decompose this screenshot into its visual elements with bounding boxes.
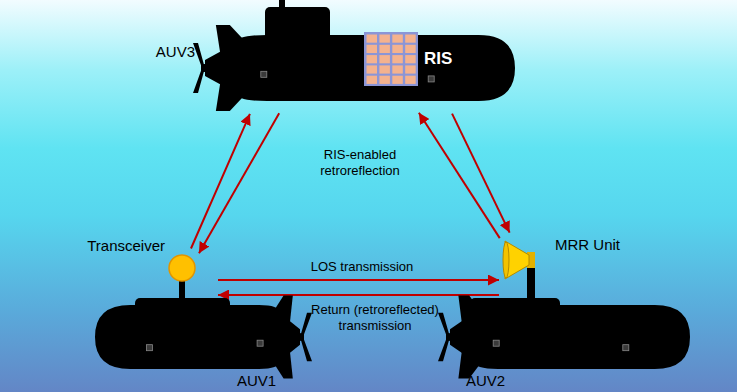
ris-element <box>392 76 403 84</box>
edge-label: LOS transmission <box>282 259 442 275</box>
tail-fin <box>216 25 245 55</box>
transceiver-unit: Transceiver <box>168 254 196 296</box>
ris-element <box>405 65 416 73</box>
ris-element <box>367 35 378 43</box>
conning-tower <box>470 298 560 312</box>
component-label: Transceiver <box>87 237 165 254</box>
vehicle-label: AUV3 <box>156 43 195 60</box>
signal-arrow <box>452 114 510 233</box>
porthole <box>257 340 263 346</box>
node-shape <box>205 35 515 101</box>
conning-tower <box>135 298 230 312</box>
ris-element <box>392 55 403 63</box>
ris-element <box>405 35 416 43</box>
conning-tower <box>265 7 330 41</box>
auv-hull <box>450 305 690 369</box>
vehicle-label: AUV2 <box>466 372 505 389</box>
ris-element <box>379 45 390 53</box>
signal-arrow <box>218 294 499 296</box>
porthole <box>623 345 629 351</box>
porthole <box>261 71 267 77</box>
ris-element <box>392 45 403 53</box>
propeller <box>301 313 312 362</box>
auv-hull <box>205 35 515 101</box>
ris-element <box>392 65 403 73</box>
signal-arrow <box>218 279 499 281</box>
component-label: MRR Unit <box>555 236 620 253</box>
ris-element <box>367 65 378 73</box>
tail-fin <box>273 350 292 379</box>
ris-element <box>367 45 378 53</box>
auv-vehicle: AUV2MRR Unit <box>450 305 690 369</box>
ris-element <box>392 35 403 43</box>
tail-fin <box>273 295 292 324</box>
edge-label: Return (retroreflected) transmission <box>300 302 450 333</box>
porthole <box>146 345 152 351</box>
hull-group <box>95 295 312 378</box>
node-shape <box>503 238 545 298</box>
ris-element <box>405 55 416 63</box>
mrr-aperture <box>503 242 509 278</box>
ris-element <box>367 76 378 84</box>
signal-arrow <box>199 113 279 253</box>
hull-group <box>193 25 515 111</box>
auv-vehicle: AUV3RIS <box>205 35 515 101</box>
component-label: RIS <box>424 49 452 69</box>
ris-element <box>379 76 390 84</box>
transceiver-symbol <box>169 255 195 281</box>
ris-element <box>367 55 378 63</box>
mast <box>279 0 285 9</box>
ris-element <box>405 76 416 84</box>
ris-panel <box>364 32 418 86</box>
mrr-unit: MRR Unit <box>503 238 545 298</box>
node-shape <box>168 254 196 296</box>
ris-element <box>405 45 416 53</box>
auv-vehicle: AUV1Transceiver <box>95 305 300 369</box>
node-shape <box>95 305 300 369</box>
ris-element <box>379 35 390 43</box>
tail-fin <box>216 81 245 111</box>
vehicle-label: AUV1 <box>237 372 276 389</box>
node-shape <box>450 305 690 369</box>
signal-arrow <box>419 113 500 238</box>
ris-element <box>379 65 390 73</box>
link-annotation: RIS-enabled retroreflection <box>305 147 415 178</box>
propeller <box>438 313 449 362</box>
ris-unit: RIS <box>362 30 462 88</box>
hull-group <box>438 295 690 378</box>
auv-hull <box>95 305 300 369</box>
porthole <box>493 340 499 346</box>
porthole <box>428 76 434 82</box>
ris-element <box>379 55 390 63</box>
